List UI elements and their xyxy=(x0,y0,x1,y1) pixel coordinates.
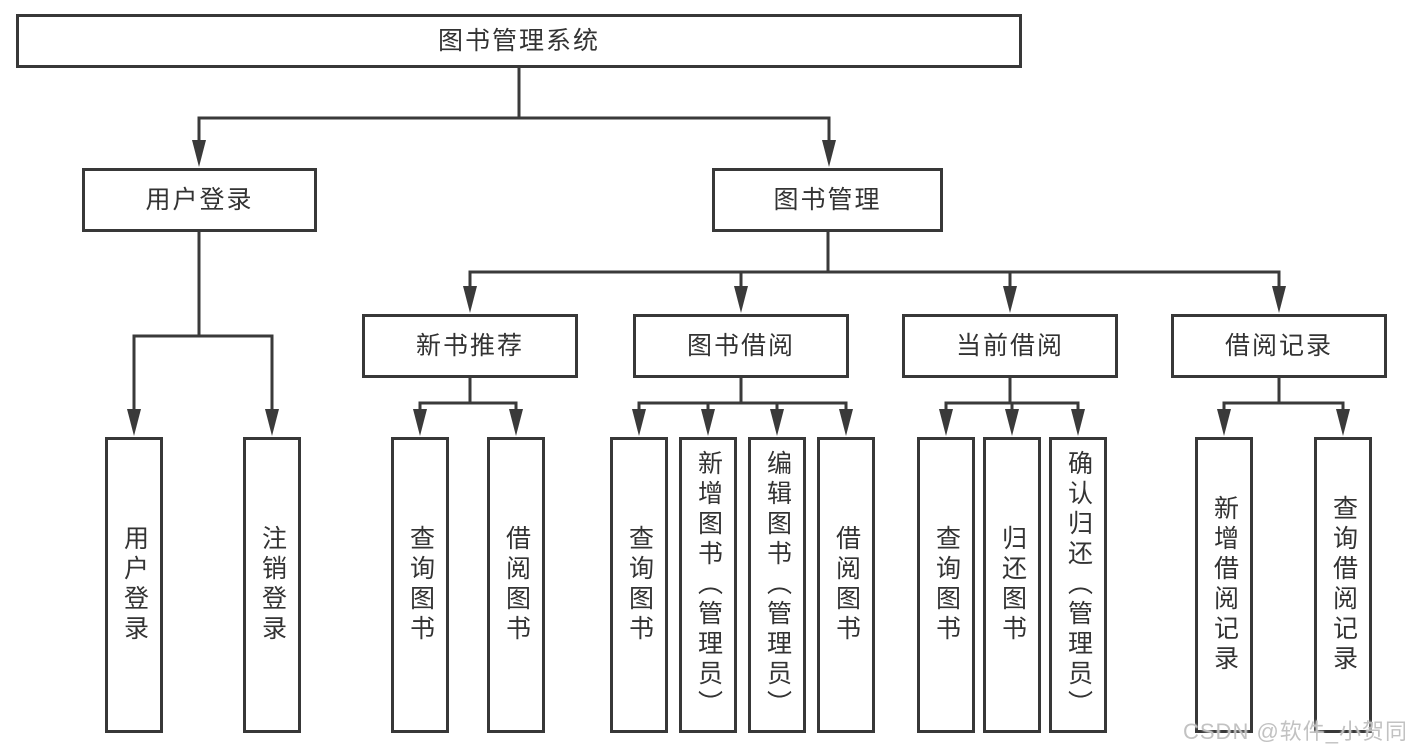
connector-borrow-records-children xyxy=(1222,376,1345,416)
arrowhead xyxy=(1003,286,1017,313)
leaf-query-borrow-record-label: 查询借阅记录 xyxy=(1329,495,1358,675)
arrowheads xyxy=(127,140,1350,436)
arrowhead xyxy=(192,140,206,167)
node-borrow-records-label: 借阅记录 xyxy=(1224,331,1333,360)
leaf-add-borrow-record: 新增借阅记录 xyxy=(1195,437,1253,733)
leaf-confirm-return-admin-label: 确认归还（管理员） xyxy=(1064,450,1093,720)
arrowhead xyxy=(839,409,853,436)
connector-paths xyxy=(132,66,1345,416)
leaf-add-book-admin-label: 新增图书（管理员） xyxy=(694,450,723,720)
arrowhead xyxy=(413,409,427,436)
arrowhead xyxy=(734,286,748,313)
leaf-query-books-borrow-label: 查询图书 xyxy=(625,525,654,645)
node-new-book-recommend-label: 新书推荐 xyxy=(415,331,524,360)
arrowhead xyxy=(127,409,141,436)
arrowhead xyxy=(1272,286,1286,313)
leaf-edit-book-admin: 编辑图书（管理员） xyxy=(748,437,806,733)
arrowhead xyxy=(1071,409,1085,436)
arrowhead xyxy=(1217,409,1231,436)
node-user-login: 用户登录 xyxy=(82,168,317,232)
node-current-borrow: 当前借阅 xyxy=(902,314,1118,378)
leaf-query-books-borrow: 查询图书 xyxy=(610,437,668,733)
arrowhead xyxy=(939,409,953,436)
leaf-query-books-current-label: 查询图书 xyxy=(932,525,961,645)
node-book-management-label: 图书管理 xyxy=(773,185,882,214)
node-current-borrow-label: 当前借阅 xyxy=(955,331,1064,360)
arrowhead xyxy=(701,409,715,436)
node-borrow-records: 借阅记录 xyxy=(1171,314,1387,378)
leaf-add-borrow-record-label: 新增借阅记录 xyxy=(1210,495,1239,675)
leaf-logout: 注销登录 xyxy=(243,437,301,733)
leaf-borrow-books-recommend: 借阅图书 xyxy=(487,437,545,733)
arrowhead xyxy=(1005,409,1019,436)
node-user-login-label: 用户登录 xyxy=(145,185,254,214)
arrowhead xyxy=(822,140,836,167)
node-root: 图书管理系统 xyxy=(16,14,1022,68)
connector-root-to-level2 xyxy=(197,66,831,152)
leaf-logout-label: 注销登录 xyxy=(258,525,287,645)
leaf-add-book-admin: 新增图书（管理员） xyxy=(679,437,737,733)
node-book-borrow-label: 图书借阅 xyxy=(686,331,795,360)
leaf-user-login: 用户登录 xyxy=(105,437,163,733)
node-book-borrow: 图书借阅 xyxy=(633,314,849,378)
connector-book-borrow-children xyxy=(637,376,848,416)
csdn-watermark: CSDN @软件_小贺同学 xyxy=(1183,719,1405,744)
arrowhead xyxy=(509,409,523,436)
leaf-confirm-return-admin: 确认归还（管理员） xyxy=(1049,437,1107,733)
connector-current-borrow-children xyxy=(944,376,1080,416)
connector-new-book-recommend-children xyxy=(418,376,518,416)
leaf-query-books-current: 查询图书 xyxy=(917,437,975,733)
node-root-label: 图书管理系统 xyxy=(437,26,600,55)
node-book-management: 图书管理 xyxy=(712,168,943,232)
arrowhead xyxy=(770,409,784,436)
arrowhead xyxy=(632,409,646,436)
leaf-return-book-label: 归还图书 xyxy=(998,525,1027,645)
connector-book-management-children xyxy=(468,230,1281,299)
leaf-edit-book-admin-label: 编辑图书（管理员） xyxy=(763,450,792,720)
leaf-return-book: 归还图书 xyxy=(983,437,1041,733)
arrowhead xyxy=(265,409,279,436)
leaf-borrow-books-borrow: 借阅图书 xyxy=(817,437,875,733)
connector-user-login-children xyxy=(132,230,274,416)
leaf-user-login-label: 用户登录 xyxy=(120,525,149,645)
arrowhead xyxy=(463,286,477,313)
node-new-book-recommend: 新书推荐 xyxy=(362,314,578,378)
arrowhead xyxy=(1336,409,1350,436)
leaf-borrow-books-borrow-label: 借阅图书 xyxy=(832,525,861,645)
leaf-query-borrow-record: 查询借阅记录 xyxy=(1314,437,1372,733)
leaf-query-books-recommend: 查询图书 xyxy=(391,437,449,733)
leaf-borrow-books-recommend-label: 借阅图书 xyxy=(502,525,531,645)
leaf-query-books-recommend-label: 查询图书 xyxy=(406,525,435,645)
